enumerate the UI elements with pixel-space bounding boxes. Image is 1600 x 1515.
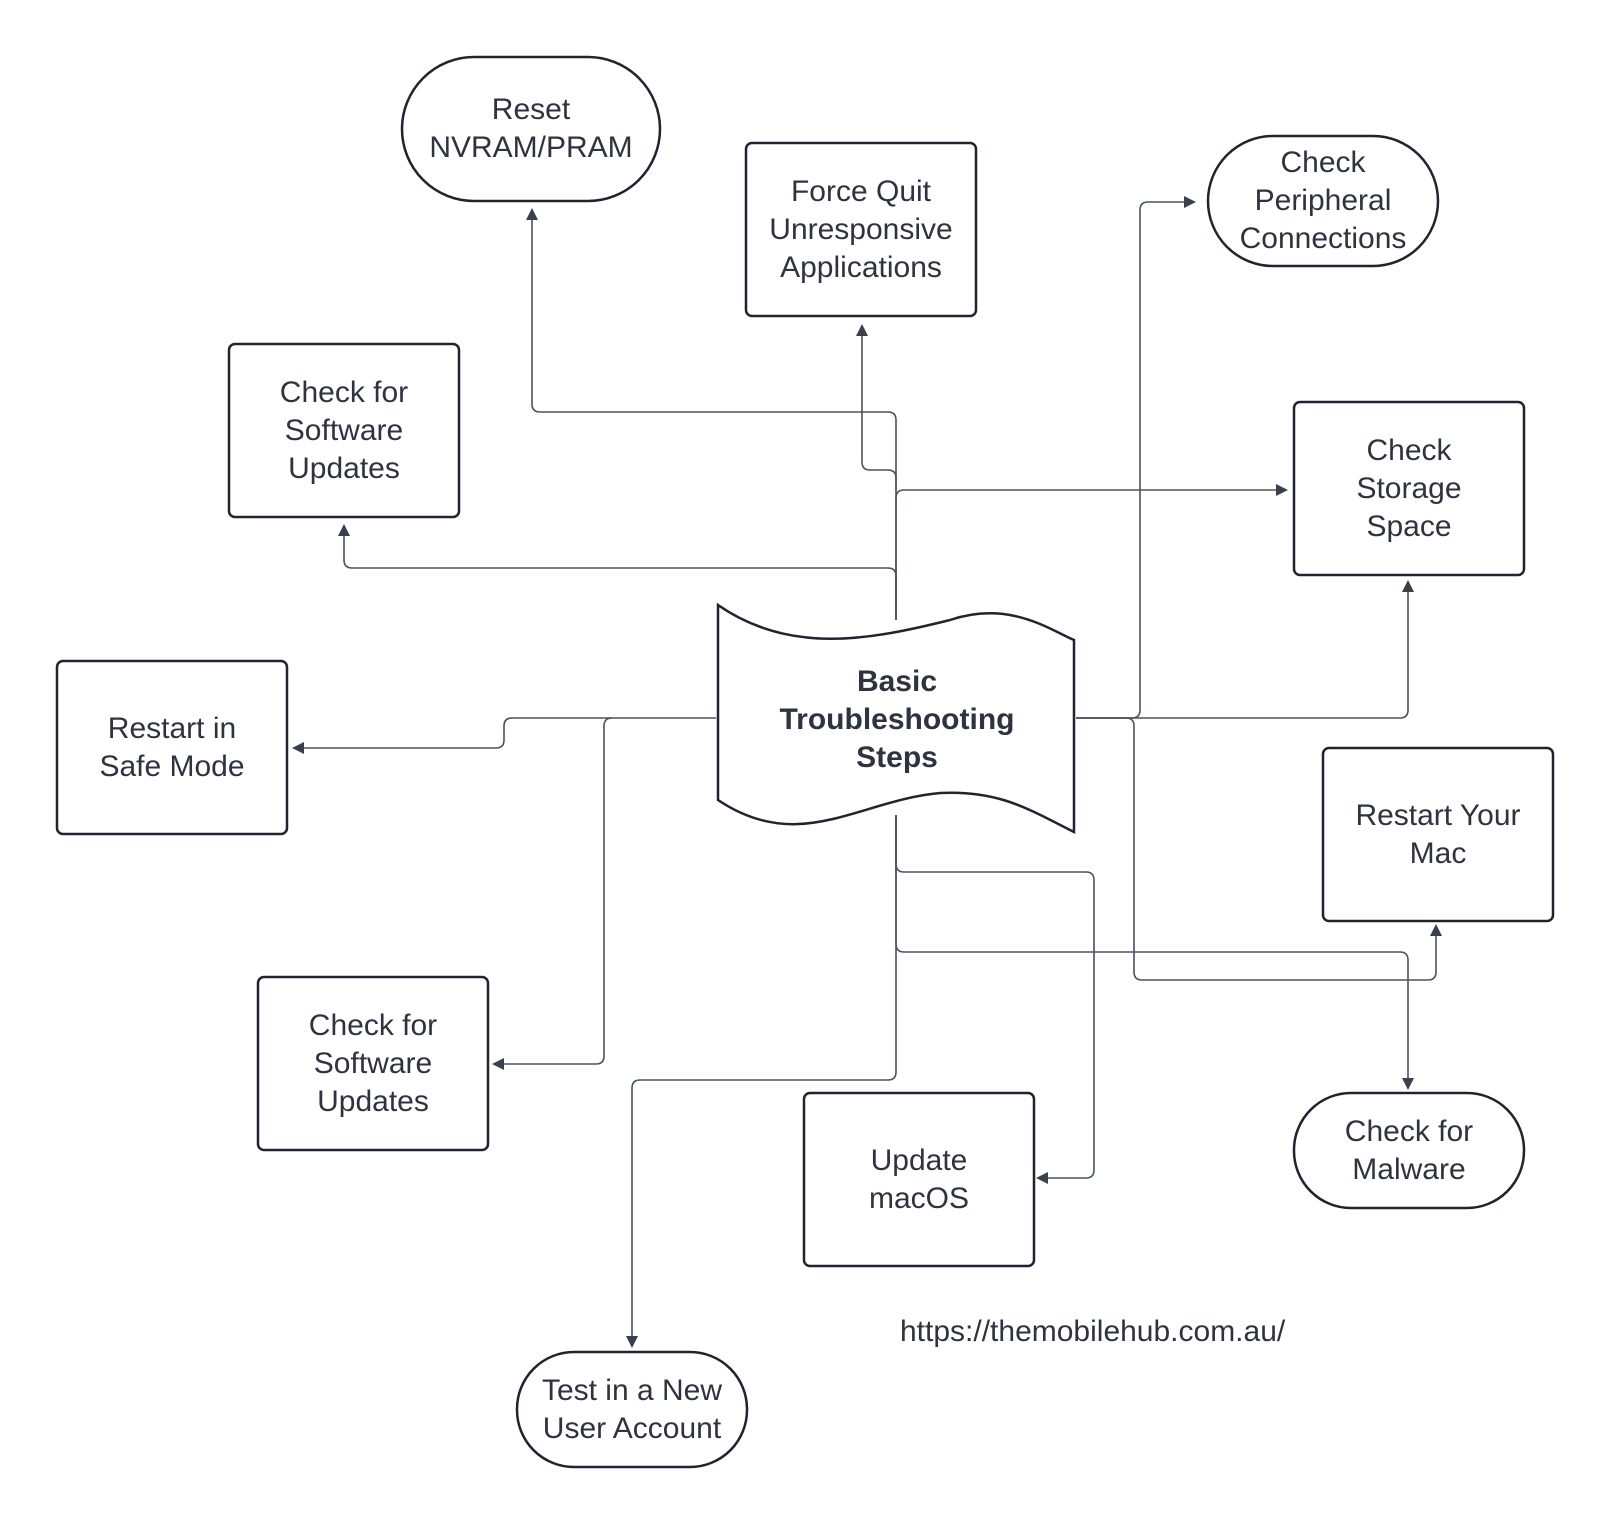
node-force-quit[interactable]: Force Quit Unresponsive Applications xyxy=(769,174,953,284)
node-shapes xyxy=(55,55,1555,1469)
connector-storage-from-right xyxy=(1076,580,1414,719)
connector-to-check-updates-bottom xyxy=(492,717,613,1070)
node-restart-mac-shape xyxy=(1321,746,1555,923)
connector-to-force-quit xyxy=(856,324,897,490)
connector-to-restart-safe-mode xyxy=(292,717,716,754)
node-check-updates-top-shape xyxy=(227,342,461,519)
source-url[interactable]: https://themobilehub.com.au/ xyxy=(900,1315,1286,1348)
node-check-updates-bottom[interactable]: Check for Software Updates xyxy=(308,1008,438,1118)
node-reset-nvram[interactable]: Reset NVRAM/PRAM xyxy=(429,93,633,164)
node-restart-safe-mode-shape xyxy=(55,659,289,836)
node-update-macos[interactable]: Update macOS xyxy=(868,1143,970,1215)
connector-to-test-new-user xyxy=(626,815,897,1348)
connector-to-check-peripheral xyxy=(1076,196,1196,719)
connector-to-update-macos xyxy=(895,815,1095,1184)
node-force-quit-shape xyxy=(744,141,978,318)
node-check-malware-shape xyxy=(1292,1091,1526,1210)
node-check-peripheral-shape xyxy=(1206,134,1440,268)
node-check-updates-bottom-shape xyxy=(256,975,490,1152)
connector-to-check-updates-top xyxy=(338,524,897,620)
connectors xyxy=(292,196,1442,1348)
connector-to-check-storage xyxy=(895,484,1288,620)
connector-to-reset-nvram xyxy=(526,208,897,620)
node-central-title[interactable]: Basic Troubleshooting Steps xyxy=(779,665,1015,774)
node-check-updates-top[interactable]: Check for Software Updates xyxy=(279,375,409,485)
node-test-new-user-shape xyxy=(515,1350,749,1469)
connector-to-restart-mac xyxy=(1076,717,1442,981)
node-check-malware[interactable]: Check for Malware xyxy=(1344,1114,1474,1186)
node-reset-nvram-shape xyxy=(400,55,662,203)
node-check-storage[interactable]: Check Storage Space xyxy=(1356,433,1462,543)
node-restart-safe-mode[interactable]: Restart in Safe Mode xyxy=(99,711,245,783)
node-update-macos-shape xyxy=(802,1091,1036,1268)
node-restart-mac[interactable]: Restart Your Mac xyxy=(1355,798,1521,870)
node-check-peripheral[interactable]: Check Peripheral Connections xyxy=(1239,146,1407,255)
node-check-storage-shape xyxy=(1292,400,1526,577)
node-central-shape xyxy=(716,602,1076,835)
node-test-new-user[interactable]: Test in a New User Account xyxy=(541,1373,723,1445)
